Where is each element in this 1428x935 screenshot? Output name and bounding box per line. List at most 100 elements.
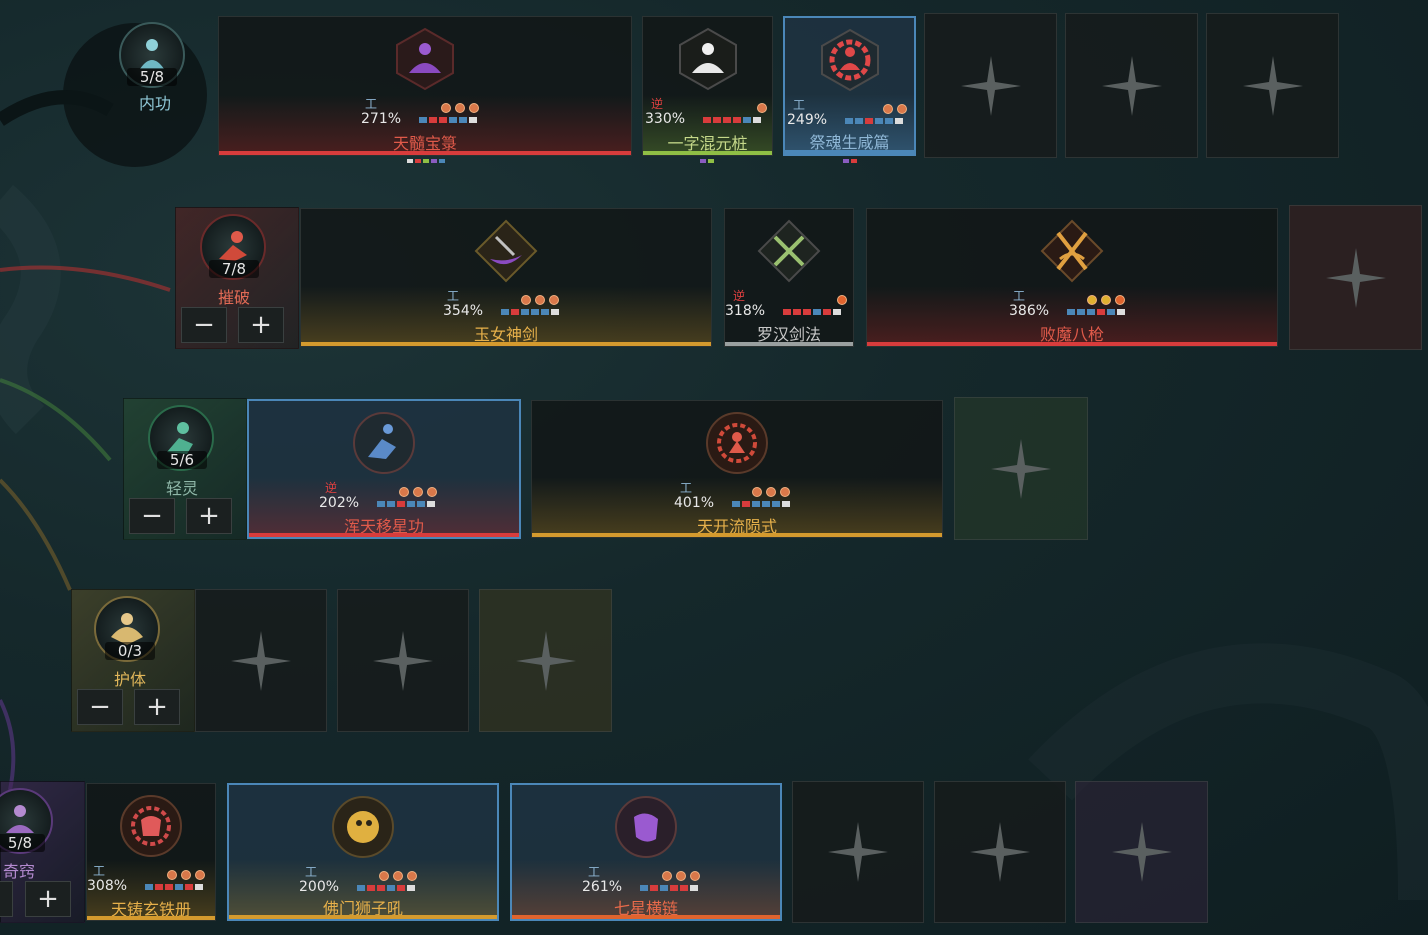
add-slot-icon — [960, 55, 1021, 116]
increase-button[interactable]: + — [186, 498, 232, 534]
empty-slot[interactable] — [337, 589, 469, 732]
add-slot-icon — [1101, 55, 1162, 116]
category-count: 5/6 — [157, 451, 207, 469]
increase-button[interactable]: + — [25, 881, 71, 917]
category-name: 护体 — [113, 670, 146, 689]
skill-name: 罗汉剑法 — [756, 325, 821, 344]
empty-slot[interactable] — [1075, 781, 1208, 923]
empty-slot[interactable] — [924, 13, 1057, 158]
add-slot-icon — [231, 630, 291, 691]
skill-slot[interactable]: 逆 330% 一字混元桩 — [642, 16, 773, 156]
skill-name: 天铸玄铁册 — [110, 900, 191, 919]
decrease-button[interactable]: − — [181, 307, 227, 343]
empty-slot[interactable] — [195, 589, 327, 732]
add-slot-icon — [1242, 55, 1303, 116]
blue-leaping-skill-icon — [353, 412, 415, 474]
grade-mark: 工 — [680, 481, 693, 495]
empty-slot[interactable] — [954, 397, 1088, 540]
grade-mark: 工 — [447, 289, 460, 303]
category-huti: 0/3 护体 − + — [71, 589, 195, 732]
category-count: 5/8 — [127, 68, 177, 86]
golden-lion-skill-icon — [332, 796, 394, 858]
increase-button[interactable]: + — [134, 689, 180, 725]
skill-percent: 200% — [299, 879, 340, 895]
link-indicator — [843, 159, 857, 163]
add-slot-icon — [1111, 822, 1172, 882]
decrease-button[interactable]: − — [77, 689, 123, 725]
skill-name: 祭魂生咸篇 — [809, 133, 890, 152]
add-slot-icon — [828, 822, 888, 882]
skill-percent: 202% — [319, 495, 360, 511]
empty-slot[interactable] — [1289, 205, 1422, 350]
skill-percent: 261% — [582, 879, 623, 895]
category-count: 7/8 — [209, 260, 259, 278]
skill-percent: 308% — [87, 878, 128, 894]
empty-slot[interactable] — [479, 589, 612, 732]
category-count: 5/8 — [0, 834, 45, 852]
decrease-button[interactable]: − — [0, 881, 13, 917]
decrease-button[interactable]: − — [129, 498, 175, 534]
category-cuipo: 7/8 摧破 − + — [175, 207, 299, 349]
empty-slot[interactable] — [934, 781, 1066, 923]
empty-slot[interactable] — [1065, 13, 1198, 158]
add-slot-icon — [1325, 247, 1386, 308]
grade-mark: 逆 — [325, 481, 338, 495]
empty-slot[interactable] — [792, 781, 924, 923]
skill-name: 佛门狮子吼 — [322, 899, 403, 918]
grade-mark: 工 — [305, 865, 318, 879]
skill-name: 浑天移星功 — [343, 517, 424, 536]
grade-mark: 逆 — [651, 97, 664, 111]
skill-slot[interactable]: 工 354% 玉女神剑 — [300, 208, 712, 347]
category-qingling: 5/6 轻灵 − + — [123, 398, 247, 540]
category-count: 0/3 — [105, 642, 155, 660]
increase-button[interactable]: + — [238, 307, 284, 343]
skill-percent: 249% — [787, 112, 828, 128]
category-name: 轻灵 — [165, 479, 198, 498]
skill-name: 天开流陨式 — [696, 517, 777, 536]
category-name: 内功 — [138, 94, 171, 113]
skill-slot[interactable]: 逆 202% 浑天移星功 — [247, 399, 521, 539]
skill-slot[interactable]: 逆 318% 罗汉剑法 — [724, 208, 854, 347]
skill-name: 七星横链 — [613, 899, 678, 918]
skill-percent: 386% — [1009, 303, 1050, 319]
grade-mark: 工 — [1013, 289, 1026, 303]
skill-percent: 330% — [645, 111, 686, 127]
grade-mark: 工 — [588, 865, 601, 879]
link-indicator — [700, 159, 714, 163]
purple-meditation-skill-icon — [396, 27, 454, 91]
grade-mark: 逆 — [733, 289, 746, 303]
category-qiqiao: 5/8 奇窍 − + — [0, 781, 85, 923]
category-name: 摧破 — [217, 288, 250, 307]
skill-slot[interactable]: 工 401% 天开流陨式 — [531, 400, 943, 538]
link-indicator — [407, 159, 445, 163]
add-slot-icon — [970, 822, 1030, 882]
skill-slot[interactable]: 工 261% 七星横链 — [510, 783, 782, 921]
skill-percent: 271% — [361, 111, 402, 127]
red-warrior-skill-icon — [706, 412, 768, 474]
grade-mark: 工 — [93, 864, 106, 878]
skill-slot[interactable]: 工 249% 祭魂生咸篇 — [783, 16, 916, 156]
skill-slot[interactable]: 工 200% 佛门狮子吼 — [227, 783, 499, 921]
skill-percent: 354% — [443, 303, 484, 319]
white-meditation-skill-icon — [678, 27, 737, 91]
add-slot-icon — [373, 630, 433, 691]
grade-mark: 工 — [793, 98, 806, 112]
skill-slot[interactable]: 工 308% 天铸玄铁册 — [86, 783, 216, 921]
red-gear-figure-skill-icon — [820, 28, 879, 92]
skill-slot[interactable]: 工 271% 天髓宝箓 — [218, 16, 632, 156]
category-name: 奇窍 — [2, 862, 35, 881]
purple-fist-skill-icon — [615, 796, 677, 858]
skill-slot[interactable]: 工 386% 败魔八枪 — [866, 208, 1278, 347]
golden-spears-skill-icon — [1040, 219, 1104, 283]
skill-name: 天髓宝箓 — [392, 134, 457, 153]
empty-slot[interactable] — [1206, 13, 1339, 158]
crossed-swords-skill-icon — [757, 219, 821, 283]
skill-percent: 318% — [725, 303, 766, 319]
add-slot-icon — [515, 630, 576, 691]
add-slot-icon — [991, 438, 1051, 499]
purple-sword-skill-icon — [474, 219, 538, 283]
skill-name: 玉女神剑 — [473, 325, 538, 344]
skill-name: 一字混元桩 — [667, 134, 748, 153]
grade-mark: 工 — [365, 97, 378, 111]
category-neigong: 5/8 内功 — [95, 14, 215, 159]
